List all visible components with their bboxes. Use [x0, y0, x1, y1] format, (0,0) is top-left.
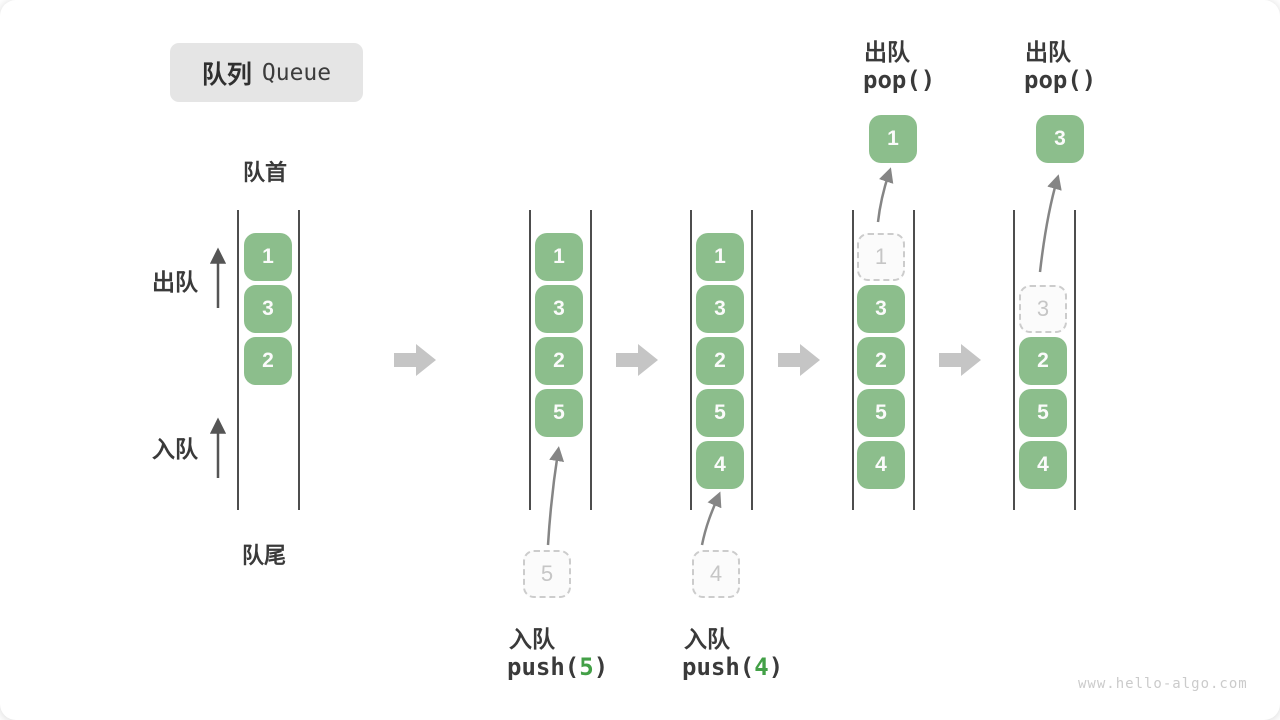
- enqueue-curve-arrow-icon: [700, 491, 722, 546]
- queue-item: 1: [244, 233, 292, 281]
- queue-item: 2: [244, 337, 292, 385]
- label-enqueue-side: 入队: [152, 436, 198, 462]
- queue-wall-left: [237, 210, 239, 510]
- dequeued-item-ghost: 3: [1019, 285, 1067, 333]
- queue-item: 2: [696, 337, 744, 385]
- queue-wall-left: [852, 210, 854, 510]
- flow-arrow-icon: [616, 344, 658, 376]
- op-dequeue-code: pop(): [863, 66, 936, 94]
- queue-wall-right: [590, 210, 592, 510]
- op-enqueue-code: push(5): [507, 653, 608, 681]
- flow-arrow-icon: [394, 344, 436, 376]
- code-arg: 5: [579, 653, 594, 681]
- code-close: ): [768, 653, 784, 681]
- title-badge: 队列 Queue: [170, 43, 363, 102]
- queue-item: 4: [1019, 441, 1067, 489]
- queue-item: 4: [696, 441, 744, 489]
- queue-item: 3: [535, 285, 583, 333]
- queue-wall-right: [751, 210, 753, 510]
- staged-item-ghost: 5: [523, 550, 571, 598]
- queue-item: 1: [696, 233, 744, 281]
- watermark: www.hello-algo.com: [1078, 676, 1248, 692]
- queue-wall-right: [1074, 210, 1076, 510]
- queue-item: 5: [696, 389, 744, 437]
- queue-wall-left: [1013, 210, 1015, 510]
- label-queue-rear: 队尾: [242, 543, 287, 568]
- popped-item: 3: [1036, 115, 1084, 163]
- queue-item: 5: [857, 389, 905, 437]
- dequeue-curve-arrow-icon: [876, 167, 894, 223]
- op-enqueue-code: push(4): [682, 653, 783, 681]
- op-enqueue-label: 入队: [509, 626, 555, 652]
- queue-wall-left: [690, 210, 692, 510]
- code-arg: 4: [754, 653, 769, 681]
- queue-wall-left: [529, 210, 531, 510]
- staged-item-ghost: 4: [692, 550, 740, 598]
- code-fn: push(: [682, 653, 755, 681]
- queue-item: 3: [696, 285, 744, 333]
- queue-item: 5: [1019, 389, 1067, 437]
- popped-item: 1: [869, 115, 917, 163]
- title-en: Queue: [261, 59, 332, 86]
- queue-wall-right: [913, 210, 915, 510]
- label-dequeue-side: 出队: [152, 269, 198, 295]
- title-zh: 队列: [201, 60, 252, 89]
- op-dequeue-label: 出队: [1025, 39, 1071, 65]
- queue-item: 2: [857, 337, 905, 385]
- op-dequeue-label: 出队: [864, 39, 910, 65]
- code-close: ): [593, 653, 609, 681]
- queue-item: 1: [535, 233, 583, 281]
- op-enqueue-label: 入队: [684, 626, 730, 652]
- label-queue-front: 队首: [243, 160, 288, 185]
- queue-item: 4: [857, 441, 905, 489]
- dequeue-curve-arrow-icon: [1038, 174, 1062, 273]
- flow-arrow-icon: [939, 344, 981, 376]
- queue-item: 3: [244, 285, 292, 333]
- queue-item: 3: [857, 285, 905, 333]
- queue-item: 2: [535, 337, 583, 385]
- code-fn: push(: [507, 653, 580, 681]
- op-dequeue-code: pop(): [1024, 66, 1097, 94]
- flow-arrow-icon: [778, 344, 820, 376]
- enqueue-curve-arrow-icon: [546, 446, 565, 546]
- dequeued-item-ghost: 1: [857, 233, 905, 281]
- queue-item: 5: [535, 389, 583, 437]
- queue-item: 2: [1019, 337, 1067, 385]
- queue-wall-right: [298, 210, 300, 510]
